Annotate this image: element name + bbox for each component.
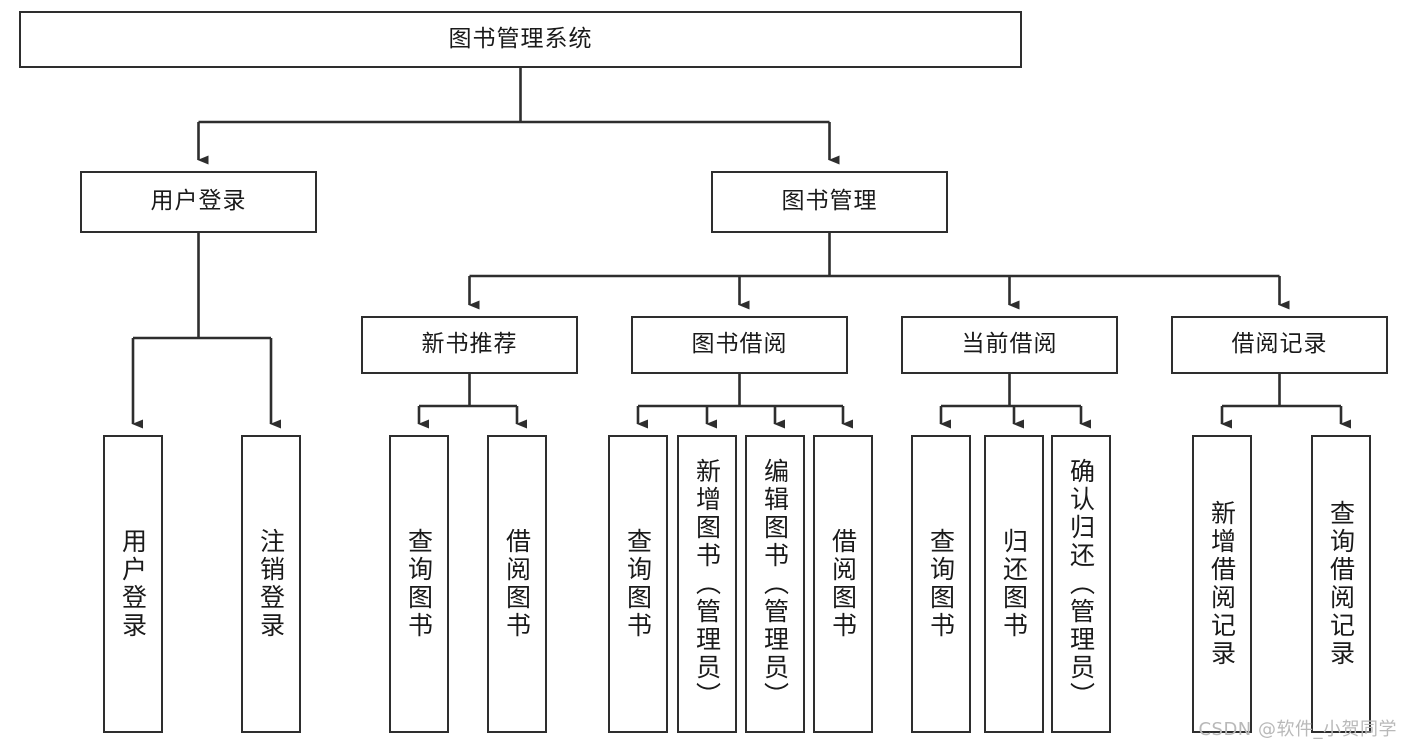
node-label: 新增图书（管理员）	[692, 458, 722, 710]
node-label: 借阅图书	[828, 528, 858, 640]
node-leaf-logout[interactable]: 注销登录	[241, 435, 301, 733]
node-label: 用户登录	[150, 188, 247, 215]
node-leaf-borrow-book-2[interactable]: 借阅图书	[813, 435, 873, 733]
node-leaf-query-book-3[interactable]: 查询图书	[911, 435, 971, 733]
node-borrow-record[interactable]: 借阅记录	[1171, 316, 1388, 374]
node-label: 新增借阅记录	[1207, 500, 1237, 668]
node-current-borrow[interactable]: 当前借阅	[901, 316, 1118, 374]
node-leaf-borrow-book-1[interactable]: 借阅图书	[487, 435, 547, 733]
node-leaf-query-borrow-record[interactable]: 查询借阅记录	[1311, 435, 1371, 733]
node-leaf-add-book-admin[interactable]: 新增图书（管理员）	[677, 435, 737, 733]
node-label: 借阅图书	[502, 528, 532, 640]
node-leaf-return-book[interactable]: 归还图书	[984, 435, 1044, 733]
node-label: 编辑图书（管理员）	[760, 458, 790, 710]
node-leaf-add-borrow-record[interactable]: 新增借阅记录	[1192, 435, 1252, 733]
node-label: 图书借阅	[691, 331, 788, 358]
node-leaf-user-login[interactable]: 用户登录	[103, 435, 163, 733]
node-label: 查询图书	[404, 528, 434, 640]
node-label: 图书管理	[781, 188, 878, 215]
node-leaf-query-book-2[interactable]: 查询图书	[608, 435, 668, 733]
node-user-login[interactable]: 用户登录	[80, 171, 317, 233]
node-book-borrow[interactable]: 图书借阅	[631, 316, 848, 374]
node-leaf-edit-book-admin[interactable]: 编辑图书（管理员）	[745, 435, 805, 733]
node-label: 图书管理系统	[448, 25, 593, 52]
node-label: 新书推荐	[421, 331, 518, 358]
node-book-manage[interactable]: 图书管理	[711, 171, 948, 233]
node-label: 确认归还（管理员）	[1066, 458, 1096, 710]
node-label: 查询借阅记录	[1326, 500, 1356, 668]
node-label: 查询图书	[623, 528, 653, 640]
node-leaf-confirm-return-admin[interactable]: 确认归还（管理员）	[1051, 435, 1111, 733]
node-label: 当前借阅	[961, 331, 1058, 358]
node-label: 借阅记录	[1231, 331, 1328, 358]
node-root[interactable]: 图书管理系统	[19, 11, 1022, 68]
node-label: 用户登录	[118, 528, 148, 640]
node-label: 注销登录	[256, 528, 286, 640]
node-leaf-query-book-1[interactable]: 查询图书	[389, 435, 449, 733]
node-label: 归还图书	[999, 528, 1029, 640]
node-new-book-recommend[interactable]: 新书推荐	[361, 316, 578, 374]
node-label: 查询图书	[926, 528, 956, 640]
